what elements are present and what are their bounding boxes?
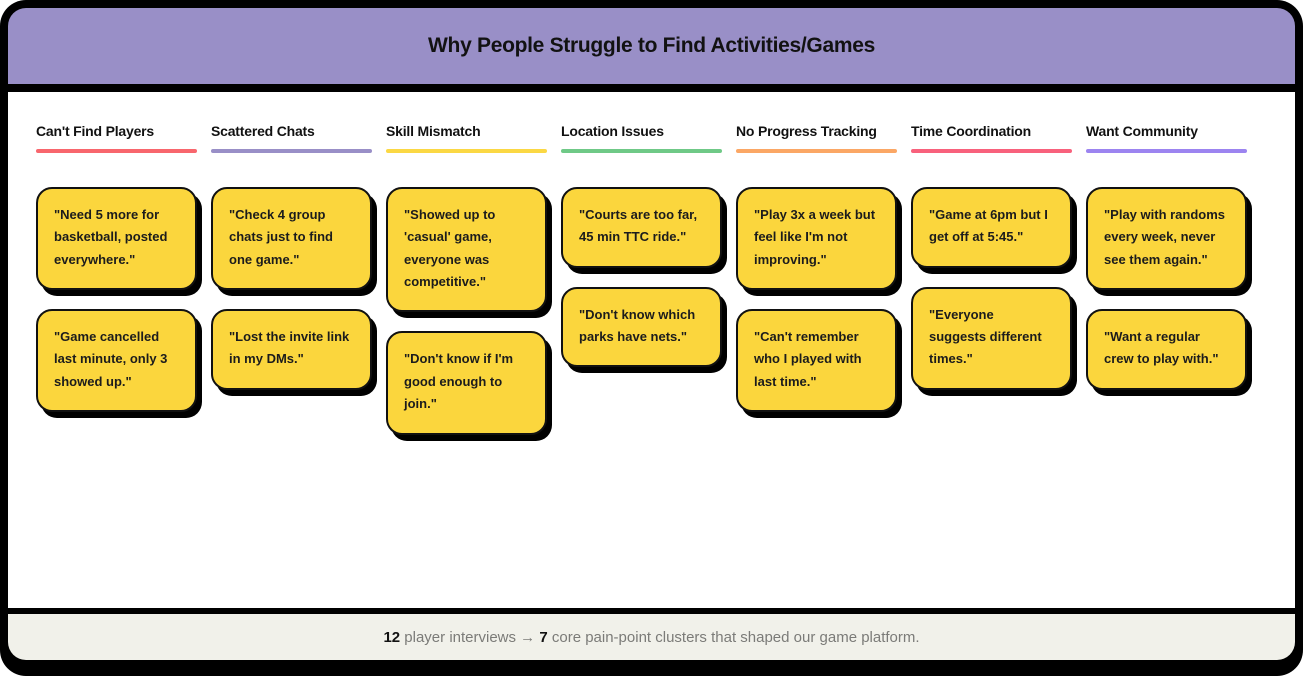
cluster-label: Scattered Chats — [211, 123, 315, 139]
cluster-column: Location Issues "Courts are too far, 45 m… — [561, 123, 722, 386]
cluster-label: Can't Find Players — [36, 123, 154, 139]
sticky-note-quote: "Lost the invite link in my DMs." — [229, 329, 350, 367]
cluster-underline — [911, 149, 1072, 153]
cluster-label: Want Community — [1086, 123, 1198, 139]
note-stack: "Game at 6pm but I get off at 5:45." "Eve… — [911, 187, 1072, 409]
cluster-column: Can't Find Players "Need 5 more for baske… — [36, 123, 197, 431]
interview-label: player interviews → — [400, 628, 540, 646]
note-stack: "Courts are too far, 45 min TTC ride." "D… — [561, 187, 722, 386]
sticky-note-quote: "Play 3x a week but feel like I'm not im… — [754, 207, 876, 267]
sticky-note[interactable]: "Can't remember who I played with last t… — [736, 309, 897, 413]
sticky-note-quote: "Courts are too far, 45 min TTC ride." — [579, 207, 698, 245]
note-stack: "Play with randoms every week, never see… — [1086, 187, 1247, 409]
board-header: Why People Struggle to Find Activities/G… — [8, 8, 1295, 84]
sticky-note[interactable]: "Courts are too far, 45 min TTC ride." — [561, 187, 722, 268]
cluster-underline — [386, 149, 547, 153]
cluster-underline — [736, 149, 897, 153]
sticky-note[interactable]: "Don't know if I'm good enough to join." — [386, 331, 547, 435]
cluster-count: 7 — [539, 628, 548, 646]
sticky-note-quote: "Want a regular crew to play with." — [1104, 329, 1219, 367]
header-divider — [8, 84, 1295, 92]
sticky-note-quote: "Don't know if I'm good enough to join." — [404, 351, 514, 412]
page-title: Why People Struggle to Find Activities/G… — [428, 34, 875, 57]
cluster-label: No Progress Tracking — [736, 123, 877, 139]
cluster-underline — [561, 149, 722, 153]
note-stack: "Play 3x a week but feel like I'm not im… — [736, 187, 897, 431]
note-stack: "Need 5 more for basketball, posted ever… — [36, 187, 197, 431]
cluster-label: Skill Mismatch — [386, 123, 481, 139]
sticky-note[interactable]: "Game at 6pm but I get off at 5:45." — [911, 187, 1072, 268]
sticky-note-quote: "Don't know which parks have nets." — [579, 306, 696, 345]
sticky-note-quote: "Game cancelled last minute, only 3 show… — [54, 329, 168, 389]
cluster-label: Time Coordination — [911, 123, 1032, 139]
cluster-column: Want Community "Play with randoms every w… — [1086, 123, 1247, 409]
cluster-underline — [36, 149, 197, 153]
sticky-note-quote: "Everyone suggests different times." — [929, 306, 1042, 367]
sticky-note[interactable]: "Everyone suggests different times." — [911, 286, 1072, 390]
sticky-note-quote: "Check 4 group chats just to find one ga… — [229, 207, 333, 267]
sticky-note[interactable]: "Play 3x a week but feel like I'm not im… — [736, 187, 897, 291]
note-stack: "Showed up to 'casual' game, everyone wa… — [386, 187, 547, 454]
sticky-note[interactable]: "Don't know which parks have nets." — [561, 286, 722, 368]
sticky-note[interactable]: "Lost the invite link in my DMs." — [211, 309, 372, 390]
sticky-note-quote: "Game at 6pm but I get off at 5:45." — [929, 207, 1048, 245]
sticky-note-quote: "Need 5 more for basketball, posted ever… — [54, 207, 168, 267]
sticky-note[interactable]: "Game cancelled last minute, only 3 show… — [36, 309, 197, 413]
cluster-column: Skill Mismatch "Showed up to 'casual' gam… — [386, 123, 547, 454]
sticky-note[interactable]: "Want a regular crew to play with." — [1086, 309, 1247, 390]
board-canvas[interactable]: Can't Find Players "Need 5 more for baske… — [8, 92, 1295, 608]
summary-footer: 12 player interviews → 7 core pain-point… — [8, 614, 1295, 660]
sticky-note-quote: "Can't remember who I played with last t… — [754, 329, 862, 389]
sticky-note[interactable]: "Check 4 group chats just to find one ga… — [211, 187, 372, 291]
cluster-label: Location Issues — [561, 123, 664, 139]
cluster-column: Scattered Chats "Check 4 group chats just… — [211, 123, 372, 409]
sticky-note-quote: "Play with randoms every week, never see… — [1104, 207, 1226, 267]
cluster-underline — [211, 149, 372, 153]
cluster-label: core pain-point clusters that shaped our… — [547, 628, 920, 646]
sticky-note[interactable]: "Need 5 more for basketball, posted ever… — [36, 187, 197, 291]
sticky-note[interactable]: "Play with randoms every week, never see… — [1086, 187, 1247, 291]
cluster-underline — [1086, 149, 1247, 153]
sticky-note[interactable]: "Showed up to 'casual' game, everyone wa… — [386, 187, 547, 313]
interview-count: 12 — [383, 628, 401, 646]
cluster-column: Time Coordination "Game at 6pm but I get … — [911, 123, 1072, 409]
cluster-column: No Progress Tracking "Play 3x a week but … — [736, 123, 897, 431]
sticky-note-quote: "Showed up to 'casual' game, everyone wa… — [404, 207, 496, 290]
note-stack: "Check 4 group chats just to find one ga… — [211, 187, 372, 409]
